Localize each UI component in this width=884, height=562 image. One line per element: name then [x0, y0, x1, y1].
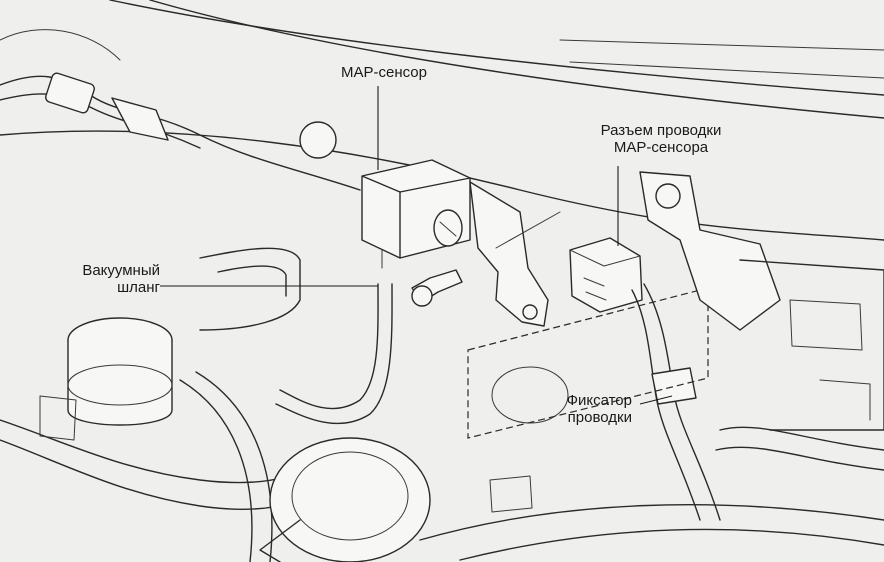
label-vacuum-hose-line1: Вакуумный [82, 262, 160, 279]
throttle-body [269, 437, 431, 562]
leader-clamp [639, 395, 673, 405]
mounting-bracket [469, 181, 549, 327]
map-sensor-port [433, 209, 463, 247]
label-wire-clamp-line2: проводки [567, 409, 632, 426]
label-connector: Разъем проводки MAP-сенсора [586, 122, 736, 156]
label-connector-line2: MAP-сенсора [613, 139, 709, 156]
label-wire-clamp: Фиксатор проводки [532, 392, 632, 426]
canister-body [67, 340, 173, 426]
label-wire-clamp-line1: Фиксатор [566, 392, 632, 409]
label-map-sensor: MAP-сенсор [324, 64, 444, 81]
right-block-detail [789, 299, 863, 351]
upper-body-line-2 [149, 0, 884, 119]
bottom-bolt [489, 475, 533, 513]
round-cutout [491, 366, 569, 424]
vacuum-hose-2 [275, 283, 393, 425]
wiring-connector-pins [583, 277, 607, 301]
top-left-wire-end [0, 29, 121, 61]
right-block-detail-2 [819, 379, 871, 421]
harness-clamp [651, 367, 697, 405]
bolt-head [411, 285, 433, 307]
right-hose-2 [715, 446, 884, 471]
label-vacuum-hose: Вакуумный шланг [50, 262, 160, 296]
lower-body-line [419, 504, 884, 541]
clip-left [39, 395, 77, 441]
right-bracket [639, 171, 781, 331]
upper-body-line [109, 0, 884, 96]
harness-a [631, 289, 701, 521]
bracket-screw-guide [495, 211, 561, 249]
top-left-plug [111, 97, 169, 141]
left-hose-d [195, 371, 273, 562]
right-boss [655, 183, 681, 209]
label-vacuum-hose-line2: шланг [117, 279, 160, 296]
top-right-line [559, 39, 884, 51]
label-connector-line1: Разъем проводки [600, 122, 722, 139]
label-map-sensor-text: MAP-сенсор [341, 64, 427, 81]
top-right-line-2 [569, 61, 884, 79]
vacuum-hose [279, 283, 379, 410]
throttle-body-inner [291, 451, 409, 541]
canister-band [67, 364, 173, 406]
right-block [739, 259, 884, 431]
wiring-connector-top [569, 249, 641, 267]
detail-dashed-box [467, 287, 709, 439]
lower-body-line-2 [459, 528, 884, 561]
top-left-wire-2 [0, 93, 201, 149]
top-left-connector [45, 72, 95, 114]
wiring-connector [569, 237, 643, 313]
round-boss [299, 121, 337, 159]
bracket-hole [522, 304, 538, 320]
map-sensor-port-inner [439, 221, 457, 237]
right-hose [719, 426, 884, 451]
left-tube-2 [217, 265, 287, 297]
left-tube [199, 247, 301, 331]
throttle-arm [259, 519, 301, 562]
left-hose-c [179, 379, 253, 562]
